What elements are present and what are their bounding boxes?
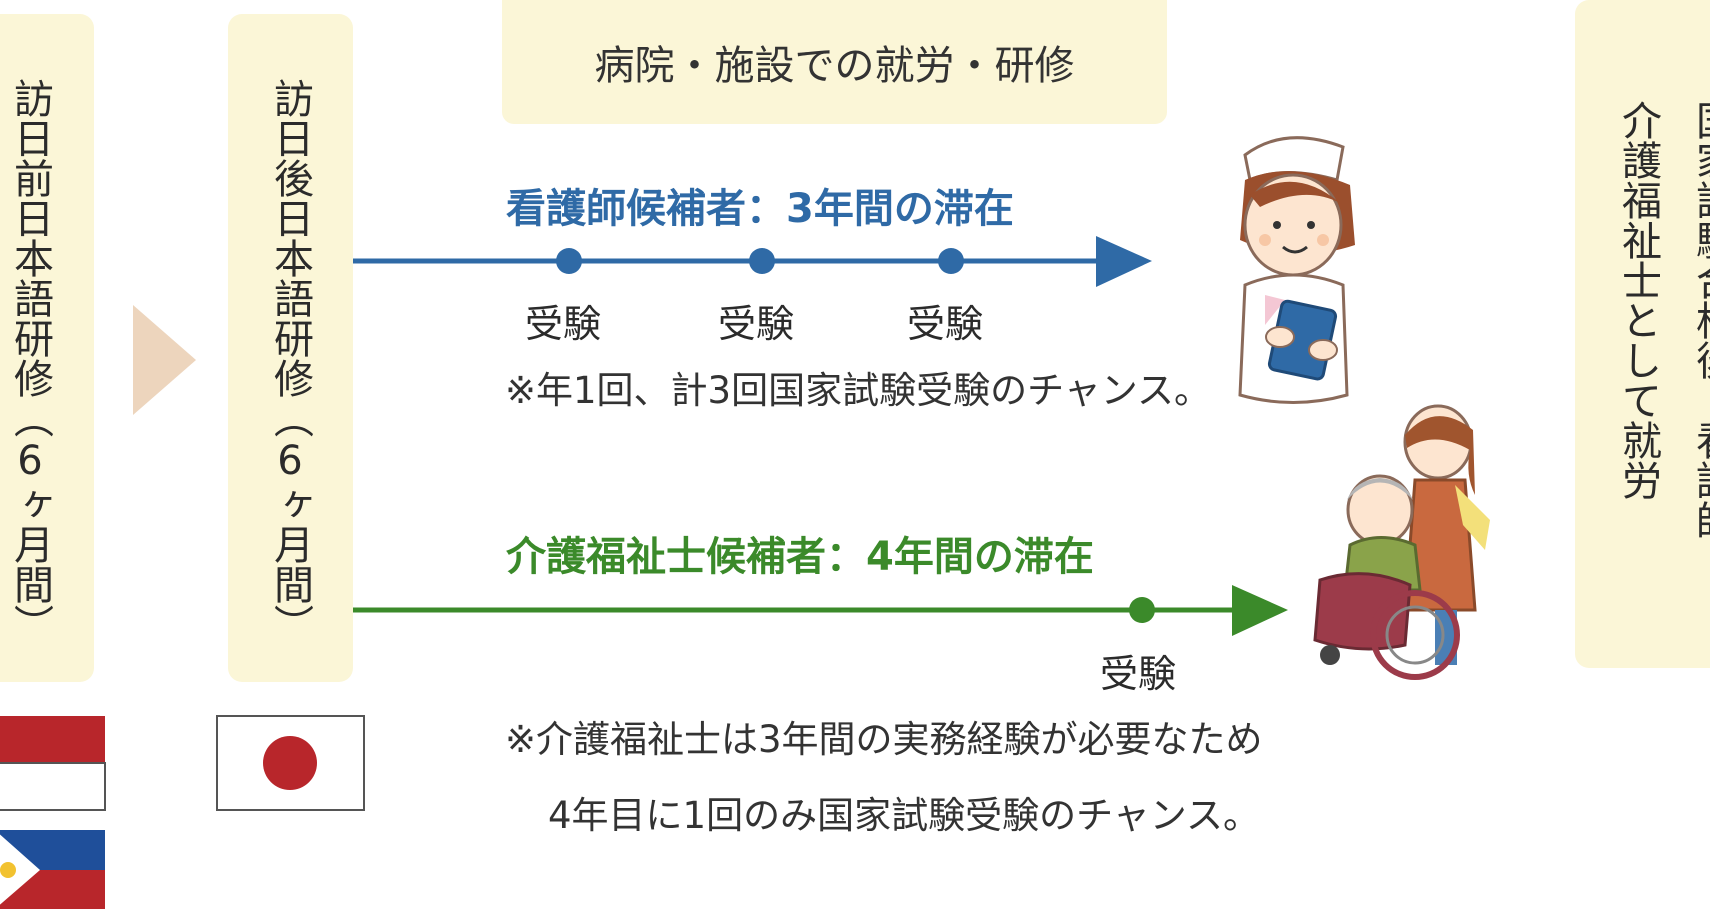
philippines-flag-icon — [0, 830, 105, 909]
nurse-exam-label-3: 受験 — [907, 302, 984, 346]
care-track-note-line1: ※介護福祉士は3年間の実務経験が必要なため — [505, 718, 1263, 761]
work-training-header: 病院・施設での就労・研修 — [502, 0, 1167, 124]
care-timeline-arrowhead — [1232, 585, 1288, 636]
nurse-track-label: 看護師候補者：3年間の滞在 — [506, 186, 1014, 232]
nurse-track-note: ※年1回、計3回国家試験受験のチャンス。 — [505, 369, 1211, 412]
care-exam-label-1: 受験 — [1100, 652, 1177, 696]
caregiver-wheelchair-illustration-icon — [1313, 404, 1490, 680]
care-track-label: 介護福祉士候補者：4年間の滞在 — [506, 534, 1094, 580]
pre-arrival-training-label: 訪日前日本語研修（6ヶ月間） — [7, 78, 53, 644]
nurse-illustration-icon — [1238, 136, 1355, 404]
nurse-after-exam-label: 国家試験合格後 看護師 — [1689, 100, 1710, 540]
care-exam-dot-1 — [1129, 597, 1155, 623]
japan-flag-icon — [216, 715, 365, 811]
nurse-timeline-arrowhead — [1096, 236, 1152, 287]
care-work-label: 介護福祉士として就労 — [1615, 100, 1661, 500]
post-arrival-training-label: 訪日後日本語研修（6ヶ月間） — [267, 78, 313, 644]
indonesia-flag-icon — [0, 716, 106, 811]
nurse-exam-dot-1 — [556, 248, 582, 274]
pre-arrival-training-box — [0, 14, 94, 682]
nurse-exam-label-2: 受験 — [718, 302, 795, 346]
post-arrival-training-box — [228, 14, 353, 682]
nurse-exam-dot-2 — [749, 248, 775, 274]
nurse-exam-dot-3 — [938, 248, 964, 274]
result-box — [1575, 0, 1710, 668]
chevron-arrow-icon — [133, 305, 196, 415]
nurse-exam-label-1: 受験 — [525, 302, 602, 346]
care-track-note-line2: 4年目に1回のみ国家試験受験のチャンス。 — [548, 794, 1260, 837]
